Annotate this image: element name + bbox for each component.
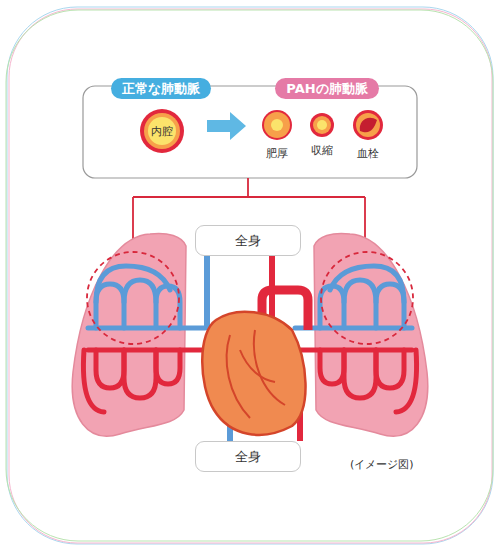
note-label: (イメージ図) xyxy=(350,457,414,472)
node-text: 全身 xyxy=(235,232,261,250)
vessel-section xyxy=(309,112,335,138)
vessel-ring xyxy=(271,119,283,131)
node-text: 収縮 xyxy=(308,143,336,158)
vessel-section xyxy=(352,109,384,141)
change-arrow xyxy=(207,112,246,140)
node-text: 内腔 xyxy=(140,124,184,139)
node-text: PAHの肺動脈 xyxy=(286,81,367,96)
vessel-node: 肥厚 xyxy=(260,109,294,161)
right-lung xyxy=(285,234,428,437)
body-box: 全身 xyxy=(195,225,301,256)
node-text: 血栓 xyxy=(351,146,385,161)
body-box: 全身 xyxy=(195,441,301,472)
vessel-line xyxy=(227,335,250,418)
vessel-ring xyxy=(262,110,292,140)
node-text: 全身 xyxy=(235,448,261,466)
frame-line xyxy=(7,7,493,544)
node-text: 正常な肺動脈 xyxy=(122,81,200,96)
vessel-node: 内腔 xyxy=(140,109,184,153)
vessel-ring xyxy=(317,120,327,130)
vessel-line xyxy=(240,350,275,382)
vessel-ring xyxy=(356,113,380,137)
heart-chambers xyxy=(227,330,285,418)
vessel-ring xyxy=(353,110,383,140)
vena-cava xyxy=(204,256,210,330)
vessel-node: 収縮 xyxy=(308,112,336,158)
clot xyxy=(360,118,377,132)
vessel-ring xyxy=(264,112,290,138)
left-lung xyxy=(72,234,215,437)
frame-line xyxy=(9,9,492,543)
vessel-ring xyxy=(310,113,334,137)
detail-panel xyxy=(83,86,417,178)
vessel-ring xyxy=(140,109,184,153)
heading-pill: PAHの肺動脈 xyxy=(275,78,378,99)
vessel-section xyxy=(261,109,293,141)
vessel-node: 血栓 xyxy=(351,109,385,161)
frame-line xyxy=(6,10,493,541)
heading-pill: 正常な肺動脈 xyxy=(111,78,211,99)
outer-frame xyxy=(6,7,493,544)
vessel-line xyxy=(254,330,285,405)
vessel-ring xyxy=(313,116,331,134)
node-text: 肥厚 xyxy=(260,146,294,161)
heart xyxy=(202,312,305,435)
